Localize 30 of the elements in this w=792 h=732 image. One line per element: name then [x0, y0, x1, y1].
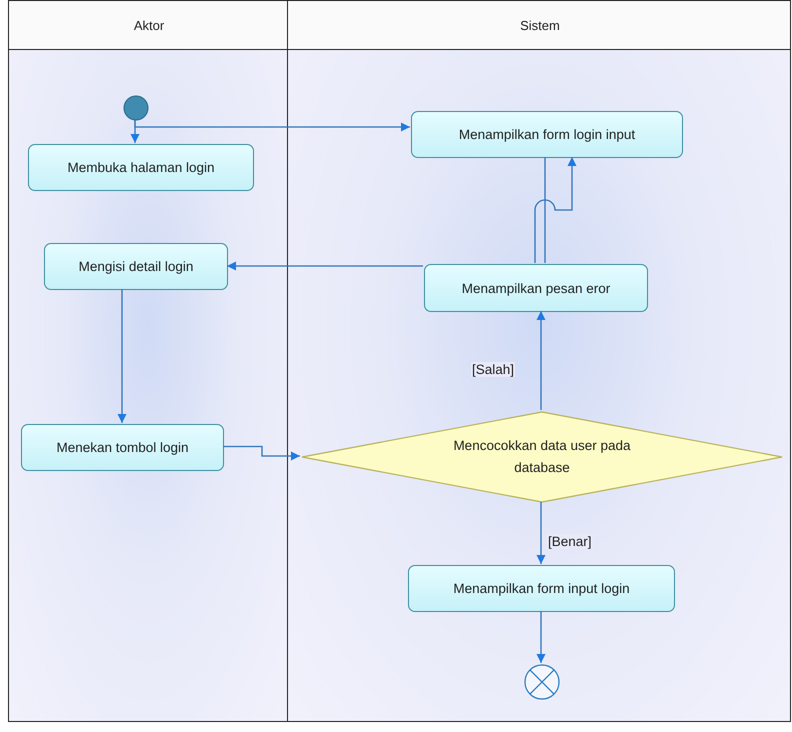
action-box: [424, 264, 648, 312]
lane-title: Aktor: [134, 18, 164, 33]
action-text: Menampilkan form login input: [458, 127, 636, 142]
action-text: Menekan tombol login: [56, 440, 189, 455]
arrow: [223, 446, 300, 460]
action-text: Menampilkan form input login: [453, 581, 630, 596]
initial-node: [123, 95, 149, 121]
arrow: [227, 262, 423, 270]
action-text: Menampilkan pesan eror: [462, 280, 610, 296]
action-box: [28, 144, 254, 191]
arrow: [118, 289, 126, 423]
lane-title: Sistem: [520, 18, 560, 33]
action-text: Membuka halaman login: [67, 160, 215, 175]
action-box: [411, 111, 683, 158]
arrow: [536, 502, 546, 564]
decision-text: Mencocokkan data user pada database: [452, 437, 632, 477]
action-box: [408, 565, 675, 612]
edge-label: [Salah]: [471, 362, 516, 377]
decision-diamond: [301, 411, 783, 503]
arrow: [534, 157, 576, 263]
action-box: [21, 424, 224, 471]
arrow: [536, 311, 546, 410]
swimlane: [8, 0, 288, 722]
action-box: [44, 243, 228, 290]
final-node: [524, 664, 560, 700]
arrow: [536, 611, 546, 663]
action-text: Mengisi detail login: [78, 259, 194, 274]
arrow: [134, 120, 410, 132]
swimlane: [287, 0, 791, 722]
edge-label: [Benar]: [547, 534, 593, 549]
